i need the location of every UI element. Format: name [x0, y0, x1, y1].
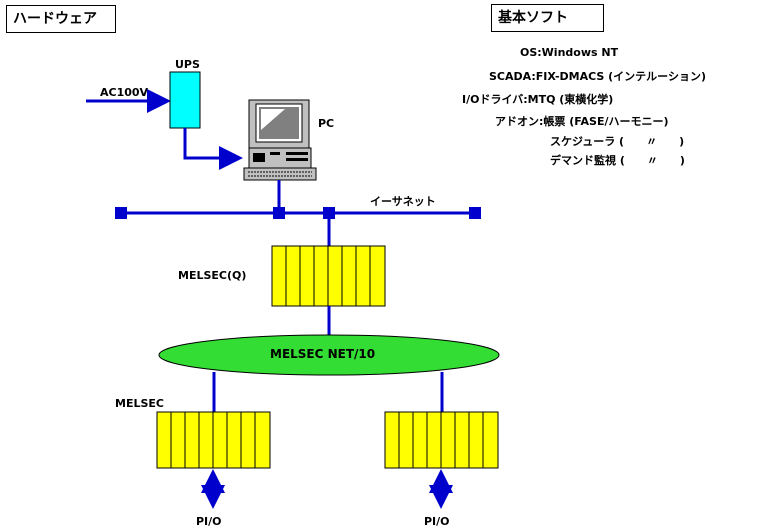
- pc-label: PC: [318, 117, 335, 130]
- ups-to-pc-line: [183, 128, 243, 170]
- ups-label: UPS: [175, 58, 200, 71]
- ethernet-label: イーサネット: [370, 195, 436, 208]
- software-scada: SCADA:FIX-DMACS (インテルーション): [489, 70, 706, 83]
- melsec-left-rack: [156, 411, 271, 469]
- melsec-q-label: MELSEC(Q): [178, 269, 247, 282]
- software-os: OS:Windows NT: [520, 46, 619, 59]
- pio-left-label: PI/O: [196, 515, 222, 528]
- melsec-label: MELSEC: [115, 397, 164, 410]
- melsec-net-label: MELSEC NET/10: [270, 347, 376, 361]
- software-demand-monitor: デマンド監視 ( 〃 ): [550, 154, 685, 167]
- melsec-net-ellipse: [158, 334, 500, 376]
- melsec-right-rack: [384, 411, 499, 469]
- melsec-q-rack: [271, 245, 386, 307]
- software-addon: アドオン:帳票 (FASE/ハーモニー): [495, 115, 669, 128]
- software-header: 基本ソフト: [491, 4, 604, 32]
- ups-unit: [169, 71, 201, 129]
- ethernet-node-2: [273, 207, 285, 219]
- ac100v-label: AC100V: [100, 86, 149, 99]
- pc-icon: [243, 99, 317, 181]
- software-scheduler: スケジューラ ( 〃 ): [550, 135, 685, 148]
- ethernet-node-3: [323, 207, 335, 219]
- ethernet-node-4: [469, 207, 481, 219]
- ethernet-node-1: [115, 207, 127, 219]
- hardware-header: ハードウェア: [6, 5, 116, 33]
- pio-right-label: PI/O: [424, 515, 450, 528]
- software-io-driver: I/Oドライバ:MTQ (東横化学): [462, 93, 614, 106]
